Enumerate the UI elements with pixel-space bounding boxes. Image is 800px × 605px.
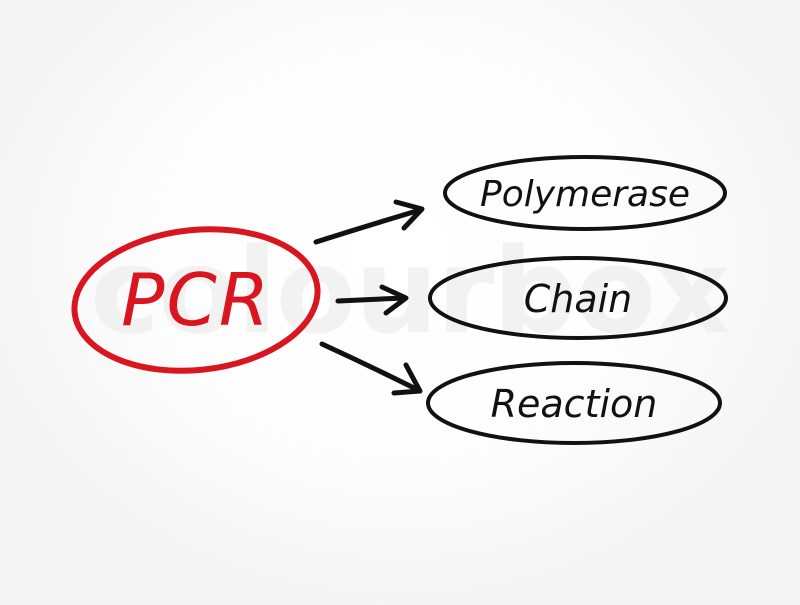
expansion-label: Reaction <box>491 382 658 426</box>
arrow-shaft <box>313 207 423 245</box>
expansion-label: Polymerase <box>480 174 690 215</box>
acronym-text: PCR <box>121 258 271 342</box>
expansion-node-reaction: Reaction <box>426 361 722 445</box>
arrow-shaft <box>319 341 421 393</box>
expansion-ellipse <box>443 155 727 231</box>
acronym-node: PCR <box>71 226 321 374</box>
arrow-to-chain <box>335 284 409 316</box>
expansion-node-polymerase: Polymerase <box>443 155 727 231</box>
arrow-to-reaction <box>319 341 423 396</box>
arrowhead-icon <box>391 362 423 396</box>
arrowhead-icon <box>379 284 409 316</box>
arrowhead-icon <box>393 199 425 231</box>
arrow-shaft <box>335 295 407 304</box>
watermark: colourbox <box>90 222 730 360</box>
expansion-ellipse <box>428 256 728 340</box>
expansion-node-chain: Chain <box>428 256 728 340</box>
expansion-label: Chain <box>524 277 633 321</box>
acronym-ellipse <box>71 226 321 374</box>
expansion-ellipse <box>426 361 722 445</box>
arrow-to-polymerase <box>313 199 425 245</box>
